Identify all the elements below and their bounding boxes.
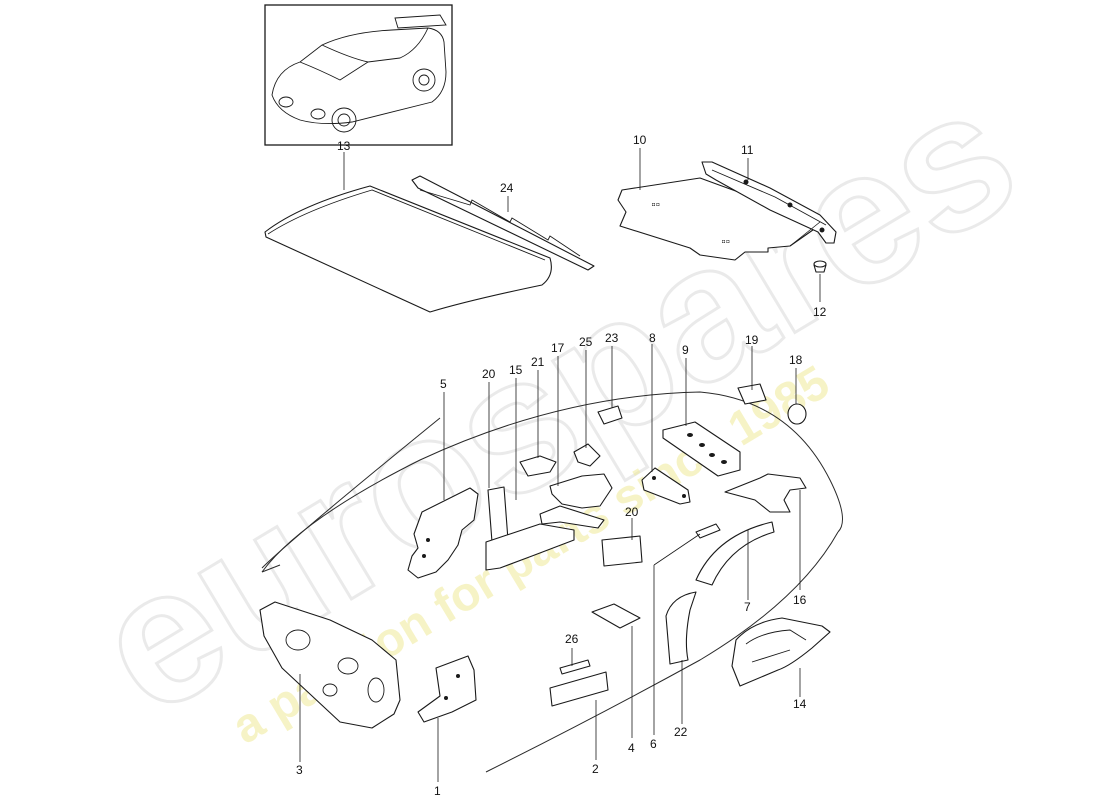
part-strip-6 (695, 523, 721, 539)
part-long-foam (485, 523, 575, 571)
watermark: eurospares a passion for parts since 198… (60, 44, 1050, 756)
callouts: 13 24 10 11 12 5 20 15 21 17 25 23 8 9 1… (296, 133, 827, 798)
body-outline (261, 391, 843, 773)
leader-lines (299, 148, 821, 782)
callout-10: 10 (633, 133, 647, 147)
svg-text:◘ ◘: ◘ ◘ (652, 202, 659, 208)
part-strip-20a (487, 486, 509, 543)
callout-26: 26 (565, 632, 579, 646)
callout-22: 22 (674, 725, 688, 739)
part-pad-20b (601, 535, 643, 567)
part-pad-19 (737, 383, 767, 405)
car-illustration (271, 27, 447, 125)
part-wheel-housing (731, 617, 831, 687)
callout-4: 4 (628, 741, 635, 755)
callout-11: 11 (741, 143, 754, 157)
callout-16: 16 (793, 593, 807, 607)
part-wheel-arch-22 (665, 591, 697, 665)
part-roof-liner (264, 185, 552, 313)
part-foam-block (519, 455, 557, 477)
callout-15: 15 (509, 363, 523, 377)
part-foam-17 (549, 473, 613, 509)
callout-24: 24 (500, 181, 514, 195)
part-pad-4 (591, 603, 641, 629)
part-bracket-1 (417, 655, 477, 723)
part-panel-bar (701, 161, 837, 244)
callout-25: 25 (579, 335, 593, 349)
part-insulation-plate (662, 421, 741, 477)
part-shaped-panel (724, 473, 807, 513)
part-grommet (787, 403, 807, 425)
part-firewall (259, 601, 401, 729)
svg-text:◘ ◘: ◘ ◘ (722, 239, 729, 245)
callout-8: 8 (649, 331, 656, 345)
callout-18: 18 (789, 353, 803, 367)
callout-12: 12 (813, 305, 827, 319)
part-roof-strip (411, 175, 595, 271)
callout-6: 6 (650, 737, 657, 751)
part-strip-26 (559, 659, 591, 675)
part-pad-2 (549, 671, 609, 707)
callout-17: 17 (551, 341, 565, 355)
watermark-brand: eurospares (62, 46, 1049, 755)
callout-20-upper: 20 (482, 367, 496, 381)
callout-13: 13 (337, 139, 351, 153)
callout-20-lower: 20 (625, 505, 639, 519)
callout-14: 14 (793, 697, 807, 711)
part-wheel-arch-7 (695, 521, 775, 586)
callout-7: 7 (744, 600, 751, 614)
callout-9: 9 (682, 343, 689, 357)
callout-19: 19 (745, 333, 759, 347)
car-thumbnail (264, 4, 453, 146)
callout-1: 1 (434, 784, 441, 798)
callout-3: 3 (296, 763, 303, 777)
part-pad-23 (597, 405, 623, 425)
callout-2: 2 (592, 762, 599, 776)
callout-5: 5 (440, 377, 447, 391)
callout-23: 23 (605, 331, 619, 345)
callout-21: 21 (531, 355, 545, 369)
